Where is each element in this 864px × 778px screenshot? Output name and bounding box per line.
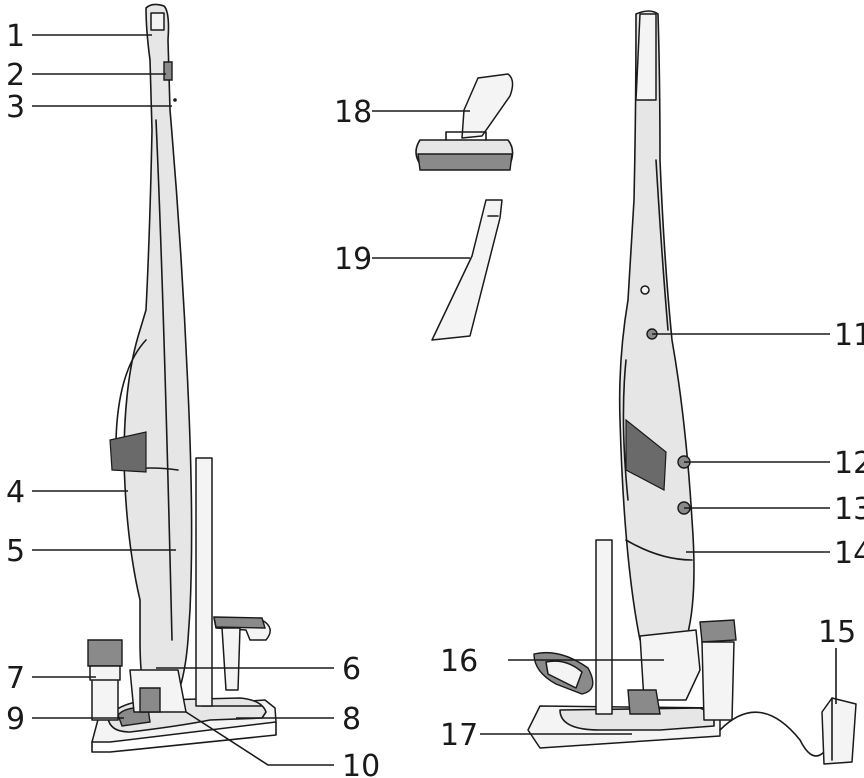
callout-numbers: 1 2 3 4 5 6 7 8 9 10 11 12 13 14 15 16 1… [6, 19, 864, 778]
callout-6: 6 [342, 652, 361, 687]
upholstery-brush-illustration [415, 73, 514, 171]
callout-12: 12 [834, 446, 864, 481]
callout-13: 13 [834, 492, 864, 527]
callout-2: 2 [6, 58, 25, 93]
callout-19: 19 [334, 242, 372, 277]
callout-1: 1 [6, 19, 25, 54]
callout-5: 5 [6, 534, 25, 569]
callout-10: 10 [342, 749, 380, 778]
callout-7: 7 [6, 661, 25, 696]
callout-3: 3 [6, 90, 25, 125]
leader-line-10 [185, 711, 334, 766]
callout-11: 11 [834, 318, 864, 353]
left-vacuum-illustration [87, 3, 277, 753]
callout-15: 15 [818, 615, 856, 650]
callout-9: 9 [6, 702, 25, 737]
callout-4: 4 [6, 475, 25, 510]
callout-18: 18 [334, 95, 372, 130]
callout-17: 17 [440, 718, 478, 753]
right-vacuum-illustration [527, 10, 857, 765]
leader-lines [32, 34, 837, 766]
callout-16: 16 [440, 644, 478, 679]
callout-8: 8 [342, 702, 361, 737]
callout-14: 14 [834, 536, 864, 571]
crevice-tool-illustration [431, 199, 503, 341]
